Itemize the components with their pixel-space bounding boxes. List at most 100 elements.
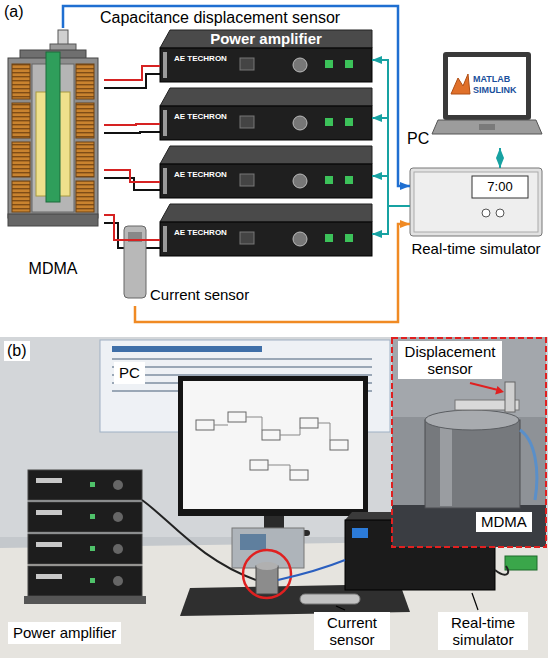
amplifier-knob xyxy=(113,576,123,586)
text-slot: AE TECHRON xyxy=(174,228,227,238)
amplifier-led xyxy=(325,234,333,242)
amplifier-front xyxy=(160,222,372,256)
amplifier-front xyxy=(160,106,372,140)
drive-wire xyxy=(104,170,160,182)
text-slot: (a) xyxy=(4,2,24,22)
power-amplifier: Power amplifier AE TECHRON xyxy=(160,30,372,82)
amplifier-unit xyxy=(28,534,142,564)
analyzer-screen xyxy=(240,534,266,550)
amplifier-unit xyxy=(28,470,142,500)
laptop-screen xyxy=(448,57,526,115)
amplifier-front xyxy=(160,164,372,198)
text-slot: AE TECHRON xyxy=(174,54,227,64)
amplifier-badge xyxy=(36,574,62,579)
simulink-block xyxy=(262,430,280,440)
simulink-block xyxy=(228,412,246,422)
node-text: 7:00 xyxy=(487,176,512,198)
actuator-mdma: MDMA xyxy=(2,28,104,280)
panel-letter: (b) xyxy=(4,341,30,361)
amplifier-top xyxy=(160,30,372,48)
text-slot: Current sensor xyxy=(150,286,249,304)
real-time-simulator: 7:00Real-time simulator xyxy=(410,168,542,260)
inset-background xyxy=(392,337,546,547)
text-slot: Power amplifier xyxy=(8,622,121,644)
amplifier-switch xyxy=(240,174,254,186)
data-link xyxy=(499,148,501,168)
photo-wall xyxy=(0,337,548,658)
text-slot: AE TECHRON xyxy=(174,112,227,122)
matlab-logo xyxy=(451,74,470,94)
text-slot: MDMA xyxy=(476,512,532,532)
text-slot: PC xyxy=(407,130,429,148)
node-text: AE TECHRON xyxy=(174,112,227,122)
text-slot: Capacitance displacement sensor xyxy=(100,8,340,27)
coil xyxy=(76,181,94,212)
simulink-block xyxy=(330,440,348,450)
control-signal xyxy=(372,118,410,206)
laptop-base xyxy=(432,120,542,134)
amplifier-unit xyxy=(28,502,142,532)
node-text: AE TECHRON xyxy=(174,228,227,238)
leader-line xyxy=(472,593,478,610)
simulator-button xyxy=(482,209,490,217)
displacement-signal xyxy=(63,6,410,186)
amplifier-badge xyxy=(36,478,62,483)
drive-wire xyxy=(104,124,160,125)
leader-line xyxy=(336,606,345,610)
text-slot: Current sensor xyxy=(314,612,390,650)
cable xyxy=(520,430,537,500)
poster-line xyxy=(112,366,372,368)
amplifier-handle xyxy=(163,168,167,194)
amplifier-unit xyxy=(28,566,142,596)
power-amplifier: AE TECHRON xyxy=(160,88,372,140)
amplifier-handle xyxy=(163,110,167,136)
cable xyxy=(142,500,256,580)
simulator-button xyxy=(496,209,504,217)
simulink-block xyxy=(196,420,214,430)
text-slot: (b) xyxy=(4,341,30,361)
amplifier-badge xyxy=(36,542,62,547)
laptop-bezel xyxy=(443,52,531,120)
photo-label: PC xyxy=(114,362,145,384)
highlight-circle xyxy=(243,550,291,598)
node-text: AE TECHRON xyxy=(174,54,227,64)
amplifier-handle xyxy=(163,226,167,252)
text-slot: AE TECHRON xyxy=(174,170,227,180)
text-slot: Power amplifier xyxy=(160,30,372,48)
mdma-highlight xyxy=(440,422,452,506)
mdma-photo xyxy=(256,566,278,594)
photo-label: Displacement sensor xyxy=(398,341,502,379)
power-analyzer xyxy=(232,528,304,568)
amplifier-led xyxy=(345,60,353,68)
laptop-touchpad xyxy=(479,124,495,130)
inset-border xyxy=(392,338,546,547)
node-text: Real-time simulator xyxy=(411,240,540,258)
amplifier-switch xyxy=(240,232,254,244)
amplifier-knob xyxy=(293,58,307,72)
power-amplifier: AE TECHRON xyxy=(160,146,372,198)
amplifier-badge xyxy=(36,510,62,515)
coil xyxy=(12,181,30,212)
amplifier-top xyxy=(160,204,372,222)
control-signal xyxy=(372,206,410,234)
terminal-block xyxy=(505,556,537,570)
output-rod xyxy=(46,52,60,202)
pointer-arrow xyxy=(470,383,498,390)
host-pc: MATLAB SIMULINKPC xyxy=(405,50,542,148)
drive-wire xyxy=(104,66,160,80)
text-slot: PC xyxy=(114,362,145,384)
text-slot: Displacement sensor xyxy=(398,341,502,379)
amplifier-front xyxy=(160,48,372,82)
amplifier-knob xyxy=(293,232,307,246)
amplifier-switch xyxy=(240,58,254,70)
coil xyxy=(76,103,94,138)
amplifier-knob xyxy=(293,116,307,130)
amplifier-led xyxy=(345,234,353,242)
current-sensor-photo xyxy=(300,594,360,604)
node-text: PC xyxy=(407,130,429,148)
coil xyxy=(12,142,30,177)
wall-panel xyxy=(0,337,548,537)
mdma-cylinder xyxy=(425,420,520,508)
panel-letter: (a) xyxy=(4,2,24,22)
